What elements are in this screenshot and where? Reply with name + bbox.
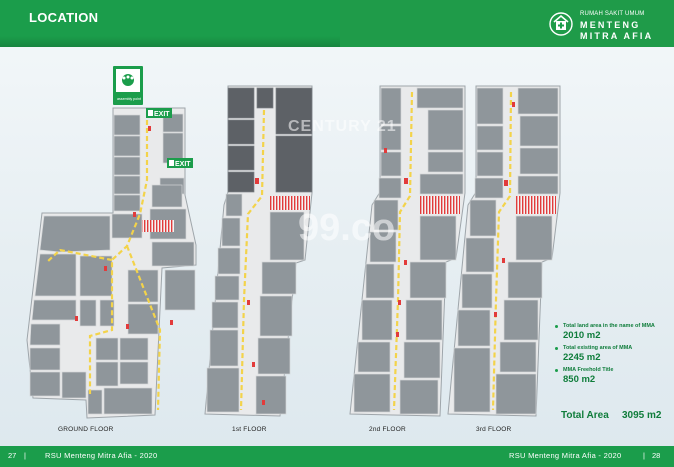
info-label: MMA Freehold Title: [563, 367, 614, 373]
99co-watermark: 99.co: [298, 207, 396, 249]
area-info-list: Total land area in the name of MMA 2010 …: [555, 323, 667, 389]
info-label: Total land area in the name of MMA: [563, 323, 655, 329]
floor-label-ground: GROUND FLOOR: [58, 426, 114, 433]
info-item-land-area: Total land area in the name of MMA 2010 …: [555, 323, 667, 342]
floor-label-third: 3rd FLOOR: [476, 426, 512, 433]
info-value: 2245 m2: [563, 352, 601, 363]
footer-page-left: 27: [8, 451, 17, 460]
assembly-point-text: assembly point: [117, 97, 141, 101]
exit-sign-middle: [167, 158, 193, 168]
info-label: Total existing area of MMA: [563, 345, 633, 351]
footer-bar: [0, 446, 674, 467]
footer-separator-left: |: [24, 451, 26, 460]
brand-name-line2: MITRA AFIA: [580, 31, 654, 41]
page-title: LOCATION: [29, 10, 99, 25]
brand-name-line1: MENTENG: [580, 20, 641, 30]
total-area-value: 3095 m2: [622, 410, 662, 421]
info-value: 2010 m2: [563, 330, 601, 341]
header-bar-right: [340, 0, 674, 47]
header-bar-left: [0, 0, 340, 36]
header-fold: [0, 36, 340, 47]
total-area-label: Total Area: [561, 410, 609, 421]
first-floor-plan: [204, 85, 313, 417]
bullet-icon: [555, 347, 558, 350]
hospital-logo-icon: [549, 12, 573, 36]
bullet-icon: [555, 325, 558, 328]
second-evacuation-path: [392, 91, 414, 411]
ground-floor-plan: [26, 66, 197, 419]
footer-text-left: RSU Menteng Mitra Afia - 2020: [45, 451, 158, 460]
assembly-point-sign: [113, 66, 143, 105]
info-value: 850 m2: [563, 374, 596, 385]
third-floor-plan: [447, 85, 561, 417]
first-evacuation-path: [239, 109, 266, 411]
exit-sign-top: [146, 108, 172, 118]
century21-watermark: CENTURY 21: [288, 118, 397, 135]
second-floor-plan: [349, 85, 466, 417]
bullet-icon: [555, 369, 558, 372]
footer-text-right: RSU Menteng Mitra Afia - 2020: [509, 451, 622, 460]
floor-label-first: 1st FLOOR: [232, 426, 267, 433]
third-evacuation-path: [491, 91, 513, 411]
ground-evacuation-path: [46, 120, 162, 411]
info-item-existing-area: Total existing area of MMA 2245 m2: [555, 345, 667, 364]
brand-subtitle: RUMAH SAKIT UMUM: [580, 11, 645, 17]
info-item-freehold: MMA Freehold Title 850 m2: [555, 367, 667, 386]
floor-label-second: 2nd FLOOR: [369, 426, 406, 433]
footer-page-right: 28: [652, 451, 661, 460]
exit-sign-top-text: EXIT: [154, 111, 170, 118]
footer-separator-right: |: [643, 451, 645, 460]
exit-sign-middle-text: EXIT: [175, 161, 191, 168]
